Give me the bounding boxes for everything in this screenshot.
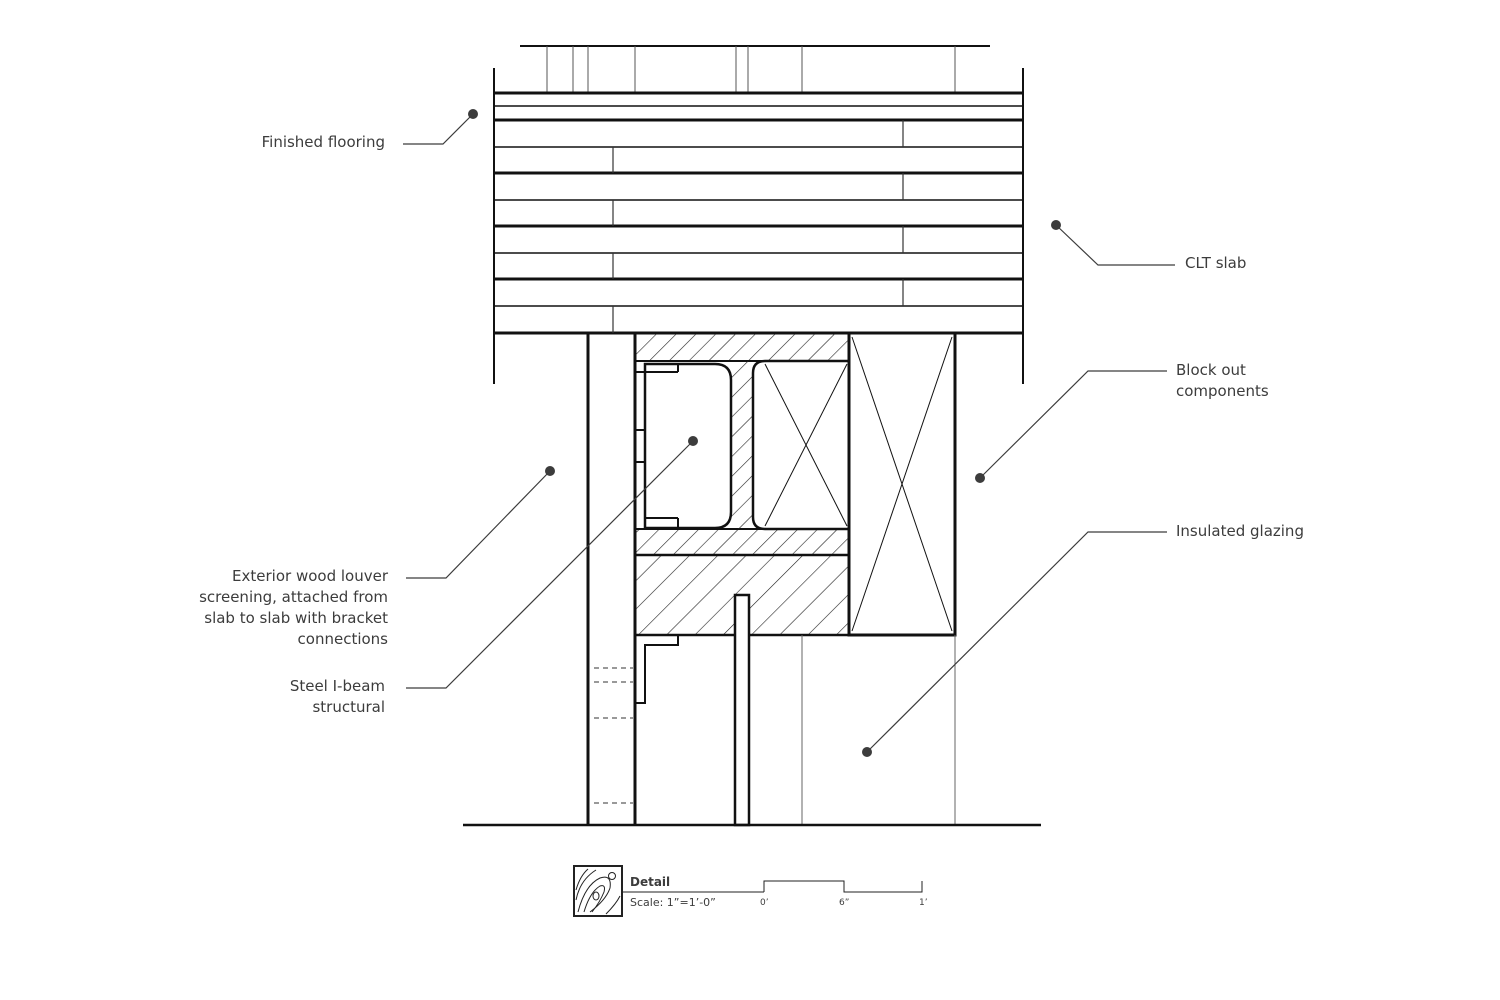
scale-bar xyxy=(763,880,923,893)
scale-tick-0: 0’ xyxy=(760,898,769,908)
label-wood-louver: Exterior wood louver screening, attached… xyxy=(199,566,388,650)
label-wood-louver-line2: screening, attached from xyxy=(199,588,388,606)
leader-wood-louver xyxy=(406,466,555,579)
label-block-out-line2: components xyxy=(1176,382,1269,400)
leader-clt-slab xyxy=(1051,220,1175,266)
label-block-out: Block out components xyxy=(1176,360,1269,402)
label-insulated-glazing: Insulated glazing xyxy=(1176,522,1304,540)
leader-finished-flooring xyxy=(403,109,478,145)
glazing-block-out xyxy=(801,331,957,825)
leader-insulated-glazing xyxy=(862,531,1167,757)
title-detail: Detail xyxy=(630,875,670,889)
wood-grain-icon-lines xyxy=(575,868,621,915)
finished-flooring-layer xyxy=(494,45,1023,107)
label-clt-slab: CLT slab xyxy=(1185,254,1247,272)
leader-block-out xyxy=(975,370,1167,483)
label-wood-louver-line4: connections xyxy=(297,630,388,648)
scale-tick-1ft: 1’ xyxy=(919,898,928,908)
title-block: Detail Scale: 1”=1’-0” 0’ 6” 1’ xyxy=(573,865,928,917)
label-steel-i-beam-line1: Steel I-beam xyxy=(289,677,385,695)
scale-tick-6in: 6” xyxy=(839,898,849,908)
steel-i-beam xyxy=(633,332,851,827)
wood-louver xyxy=(586,333,637,825)
title-scale: Scale: 1”=1’-0” xyxy=(630,896,716,909)
leader-steel-i-beam xyxy=(406,436,698,689)
label-steel-i-beam: Steel I-beam structural xyxy=(290,676,385,718)
label-wood-louver-line1: Exterior wood louver xyxy=(232,567,388,585)
label-wood-louver-line3: slab to slab with bracket xyxy=(204,609,388,627)
label-steel-i-beam-line2: structural xyxy=(312,698,385,716)
label-block-out-line1: Block out xyxy=(1176,361,1246,379)
label-finished-flooring: Finished flooring xyxy=(261,133,385,151)
wood-grain-icon xyxy=(573,865,623,917)
